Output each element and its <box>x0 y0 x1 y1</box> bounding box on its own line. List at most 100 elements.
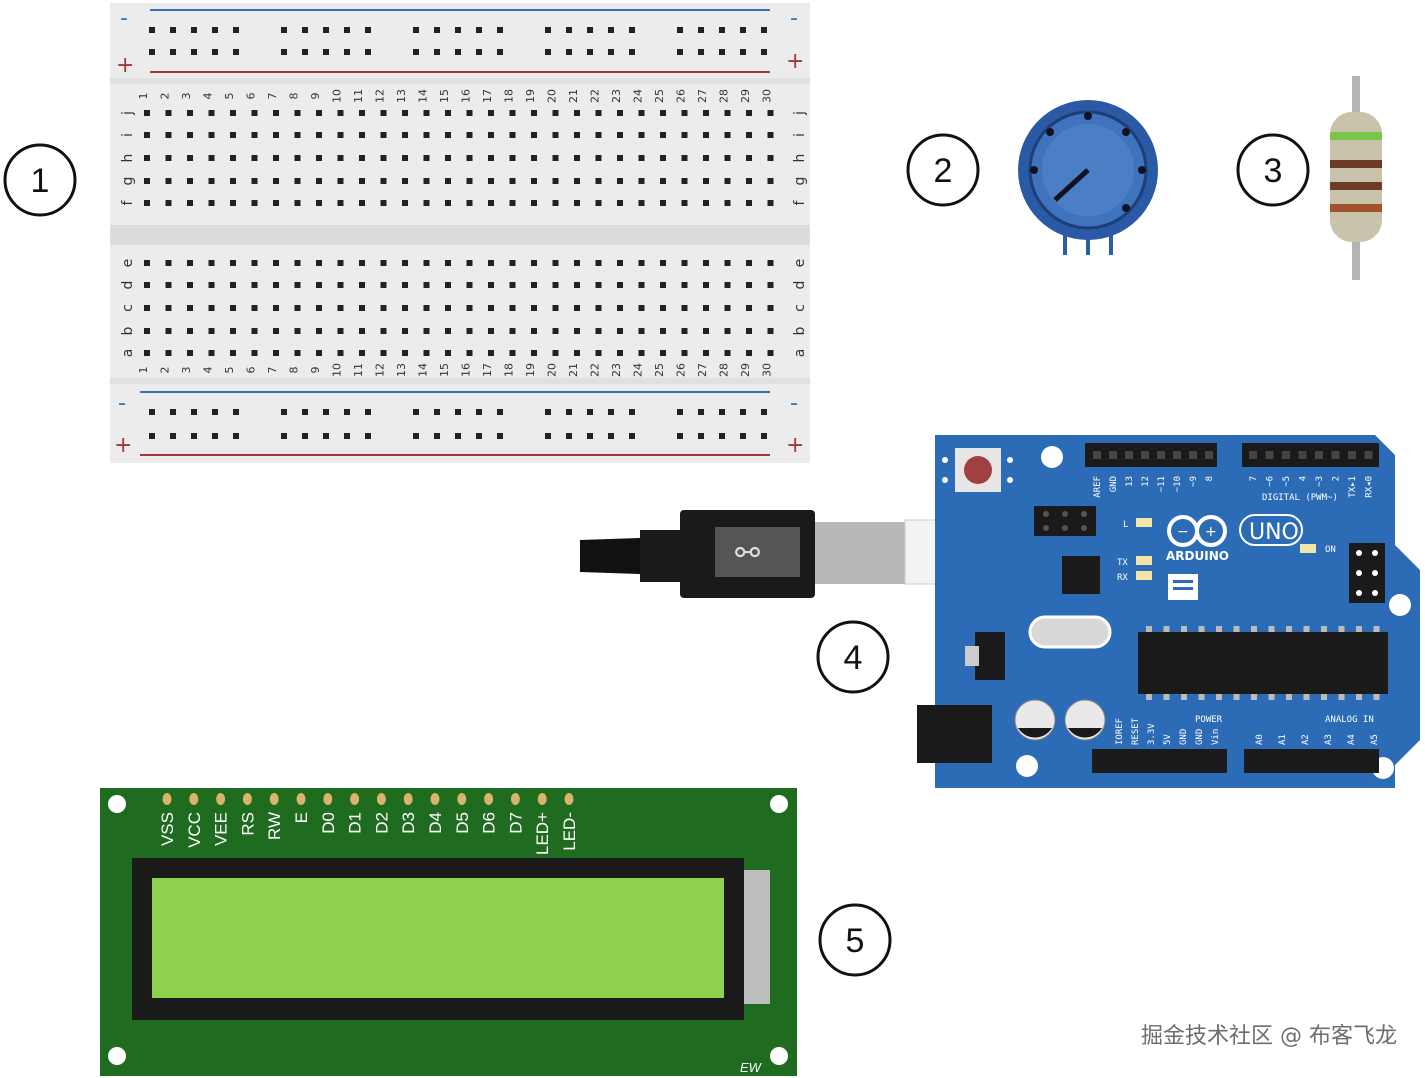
breadboard-hole <box>359 200 365 206</box>
breadboard-hole <box>724 260 731 266</box>
reset-button-cap <box>964 456 992 484</box>
callout-1: 1 <box>3 143 77 217</box>
breadboard-hole <box>273 132 279 138</box>
breadboard-hole <box>380 155 387 161</box>
rail-hole <box>698 433 704 439</box>
rail-hole <box>698 409 704 415</box>
breadboard-hole <box>595 155 602 161</box>
rail-hole <box>545 27 551 33</box>
breadboard-column-label: 24 <box>632 89 645 103</box>
digital-header-label: DIGITAL (PWM~) <box>1262 493 1338 503</box>
rail-hole <box>212 433 218 439</box>
breadboard-column-label: 12 <box>374 89 387 103</box>
breadboard-hole <box>316 328 322 334</box>
breadboard-column-label: 23 <box>610 363 623 377</box>
rail-hole <box>434 49 440 55</box>
rail-hole <box>497 27 503 33</box>
breadboard-hole <box>724 132 731 138</box>
breadboard-hole <box>359 178 365 184</box>
crystal-oscillator <box>1028 615 1112 649</box>
rail-hole <box>212 409 218 415</box>
breadboard-hole <box>144 328 150 334</box>
breadboard-hole <box>466 260 473 266</box>
breadboard-hole <box>509 110 516 116</box>
callout-5-label: 5 <box>846 922 865 960</box>
breadboard-hole <box>165 328 172 334</box>
breadboard-hole <box>638 155 645 161</box>
breadboard-column-label: 7 <box>266 93 279 100</box>
potentiometer-indicator <box>1053 168 1090 202</box>
rail-hole <box>455 49 461 55</box>
voltage-regulator <box>975 632 1005 680</box>
breadboard-hole <box>144 110 150 116</box>
breadboard-hole <box>316 132 322 138</box>
lcd-maker-mark: EW <box>740 1060 763 1075</box>
rail-hole <box>761 433 767 439</box>
breadboard-hole <box>251 155 258 161</box>
rail-hole <box>323 409 329 415</box>
breadboard-hole <box>574 155 580 161</box>
breadboard-hole <box>273 328 279 334</box>
rail-hole <box>302 433 308 439</box>
breadboard-hole <box>488 350 494 356</box>
breadboard-hole <box>423 155 430 161</box>
breadboard-row-label: d <box>120 281 136 290</box>
rail-hole <box>566 433 572 439</box>
arduino-model: UNO <box>1249 520 1299 545</box>
breadboard-column-label: 1 <box>137 93 150 100</box>
lcd-pin <box>189 793 199 805</box>
breadboard-hole <box>617 305 623 311</box>
breadboard-hole <box>595 350 602 356</box>
breadboard-hole <box>273 200 279 206</box>
breadboard-hole <box>660 350 666 356</box>
rail-hole <box>677 49 683 55</box>
rail-hole <box>191 433 197 439</box>
breadboard-hole <box>488 200 494 206</box>
rail-hole <box>608 433 614 439</box>
breadboard-hole <box>251 328 258 334</box>
led-tx-label: TX <box>1117 558 1128 568</box>
breadboard-row-label: f <box>120 199 136 205</box>
breadboard-row-label: f <box>792 199 808 205</box>
rail-hole <box>233 27 239 33</box>
callout-2-label: 2 <box>934 152 953 190</box>
breadboard-hole <box>359 350 365 356</box>
breadboard-hole <box>660 155 666 161</box>
breadboard-hole <box>574 110 580 116</box>
breadboard-hole <box>208 260 215 266</box>
power-header <box>1092 749 1227 773</box>
breadboard-hole <box>767 282 774 288</box>
breadboard-hole <box>466 282 473 288</box>
breadboard-hole <box>337 282 344 288</box>
rail-hole <box>497 49 503 55</box>
breadboard-hole <box>402 305 408 311</box>
breadboard-hole <box>660 110 666 116</box>
digital-pin-label: ~3 <box>1315 476 1325 487</box>
breadboard-hole <box>746 200 752 206</box>
breadboard-column-label: 6 <box>245 93 258 100</box>
breadboard-hole <box>724 178 731 184</box>
rail-hole <box>281 49 287 55</box>
breadboard-column-label: 19 <box>524 89 537 103</box>
digital-pin-label: RX◂0 <box>1365 476 1375 498</box>
breadboard-column-label: 8 <box>288 367 301 374</box>
breadboard-hole <box>316 110 322 116</box>
breadboard-hole <box>574 178 580 184</box>
rail-hole <box>212 49 218 55</box>
breadboard-hole <box>294 328 301 334</box>
breadboard-hole <box>165 178 172 184</box>
breadboard-column-label: 25 <box>653 89 666 103</box>
rail-hole <box>545 49 551 55</box>
breadboard-hole <box>531 178 537 184</box>
breadboard-hole <box>660 328 666 334</box>
breadboard-hole <box>724 110 731 116</box>
breadboard-hole <box>638 350 645 356</box>
rail-hole <box>677 433 683 439</box>
breadboard-hole <box>509 132 516 138</box>
breadboard-hole <box>316 350 322 356</box>
breadboard-hole <box>380 200 387 206</box>
rail-hole <box>413 409 419 415</box>
